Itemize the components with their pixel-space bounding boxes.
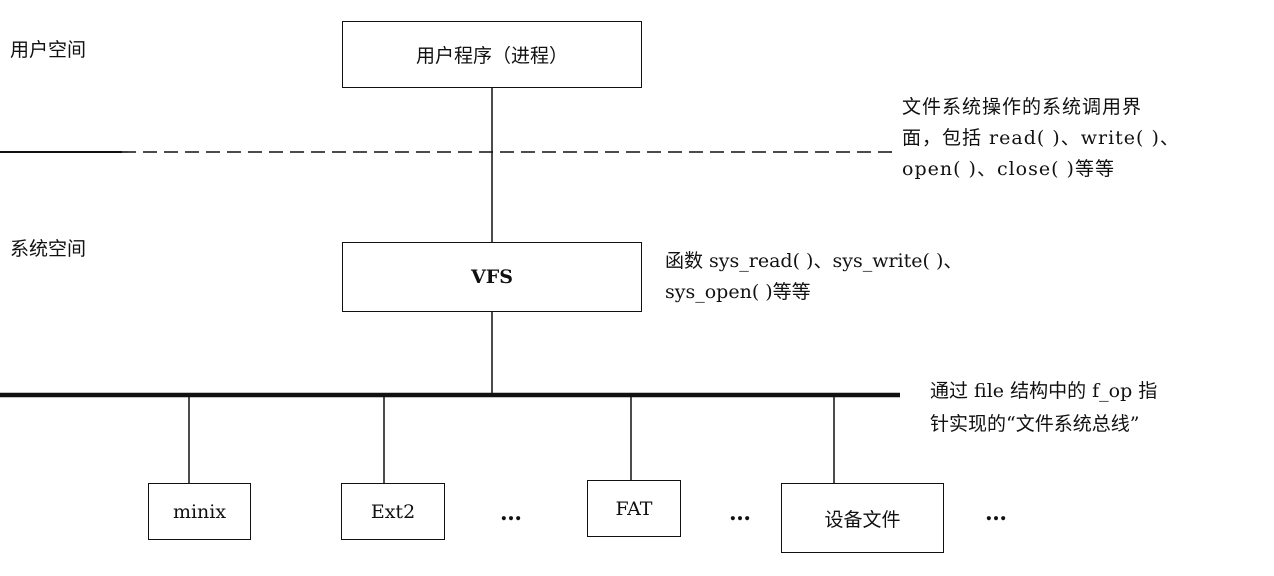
user-program-label: 用户程序（进程）: [415, 45, 568, 67]
system-space-label: 系统空间: [10, 238, 87, 260]
fs-box-minix: minix: [148, 483, 251, 540]
fs-bus-annotation: 通过 file 结构中的 f_op 指 针实现的“文件系统总线”: [930, 375, 1157, 441]
ellipsis-1: …: [500, 500, 523, 526]
fs-label-ext2: Ext2: [370, 500, 416, 523]
annotation-line: open( )、close( )等等: [902, 158, 1115, 180]
annotation-line: 通过 file 结构中的 f_op 指: [930, 380, 1158, 402]
fs-box-ext2: Ext2: [341, 483, 445, 540]
fs-label-fat: FAT: [615, 497, 653, 520]
fs-label-minix: minix: [172, 500, 227, 523]
syscall-interface-annotation: 文件系统操作的系统调用界 面，包括 read( )、write( )、 open…: [902, 92, 1180, 185]
ellipsis-2: …: [729, 500, 752, 526]
fs-box-fat: FAT: [587, 480, 681, 537]
ellipsis-3: …: [985, 500, 1008, 526]
annotation-line: 针实现的“文件系统总线”: [930, 413, 1140, 435]
fs-box-device-file: 设备文件: [781, 483, 944, 553]
sys-functions-annotation: 函数 sys_read( )、sys_write( )、 sys_open( )…: [665, 246, 962, 308]
user-space-label: 用户空间: [10, 39, 87, 61]
vfs-label: VFS: [471, 266, 513, 288]
vfs-box: VFS: [342, 242, 642, 312]
annotation-line: 文件系统操作的系统调用界: [902, 96, 1143, 118]
user-program-box: 用户程序（进程）: [342, 21, 642, 88]
fs-label-device-file: 设备文件: [824, 508, 901, 531]
annotation-line: 函数 sys_read( )、sys_write( )、: [665, 250, 963, 272]
annotation-line: sys_open( )等等: [665, 281, 811, 303]
annotation-line: 面，包括 read( )、write( )、: [902, 127, 1180, 149]
